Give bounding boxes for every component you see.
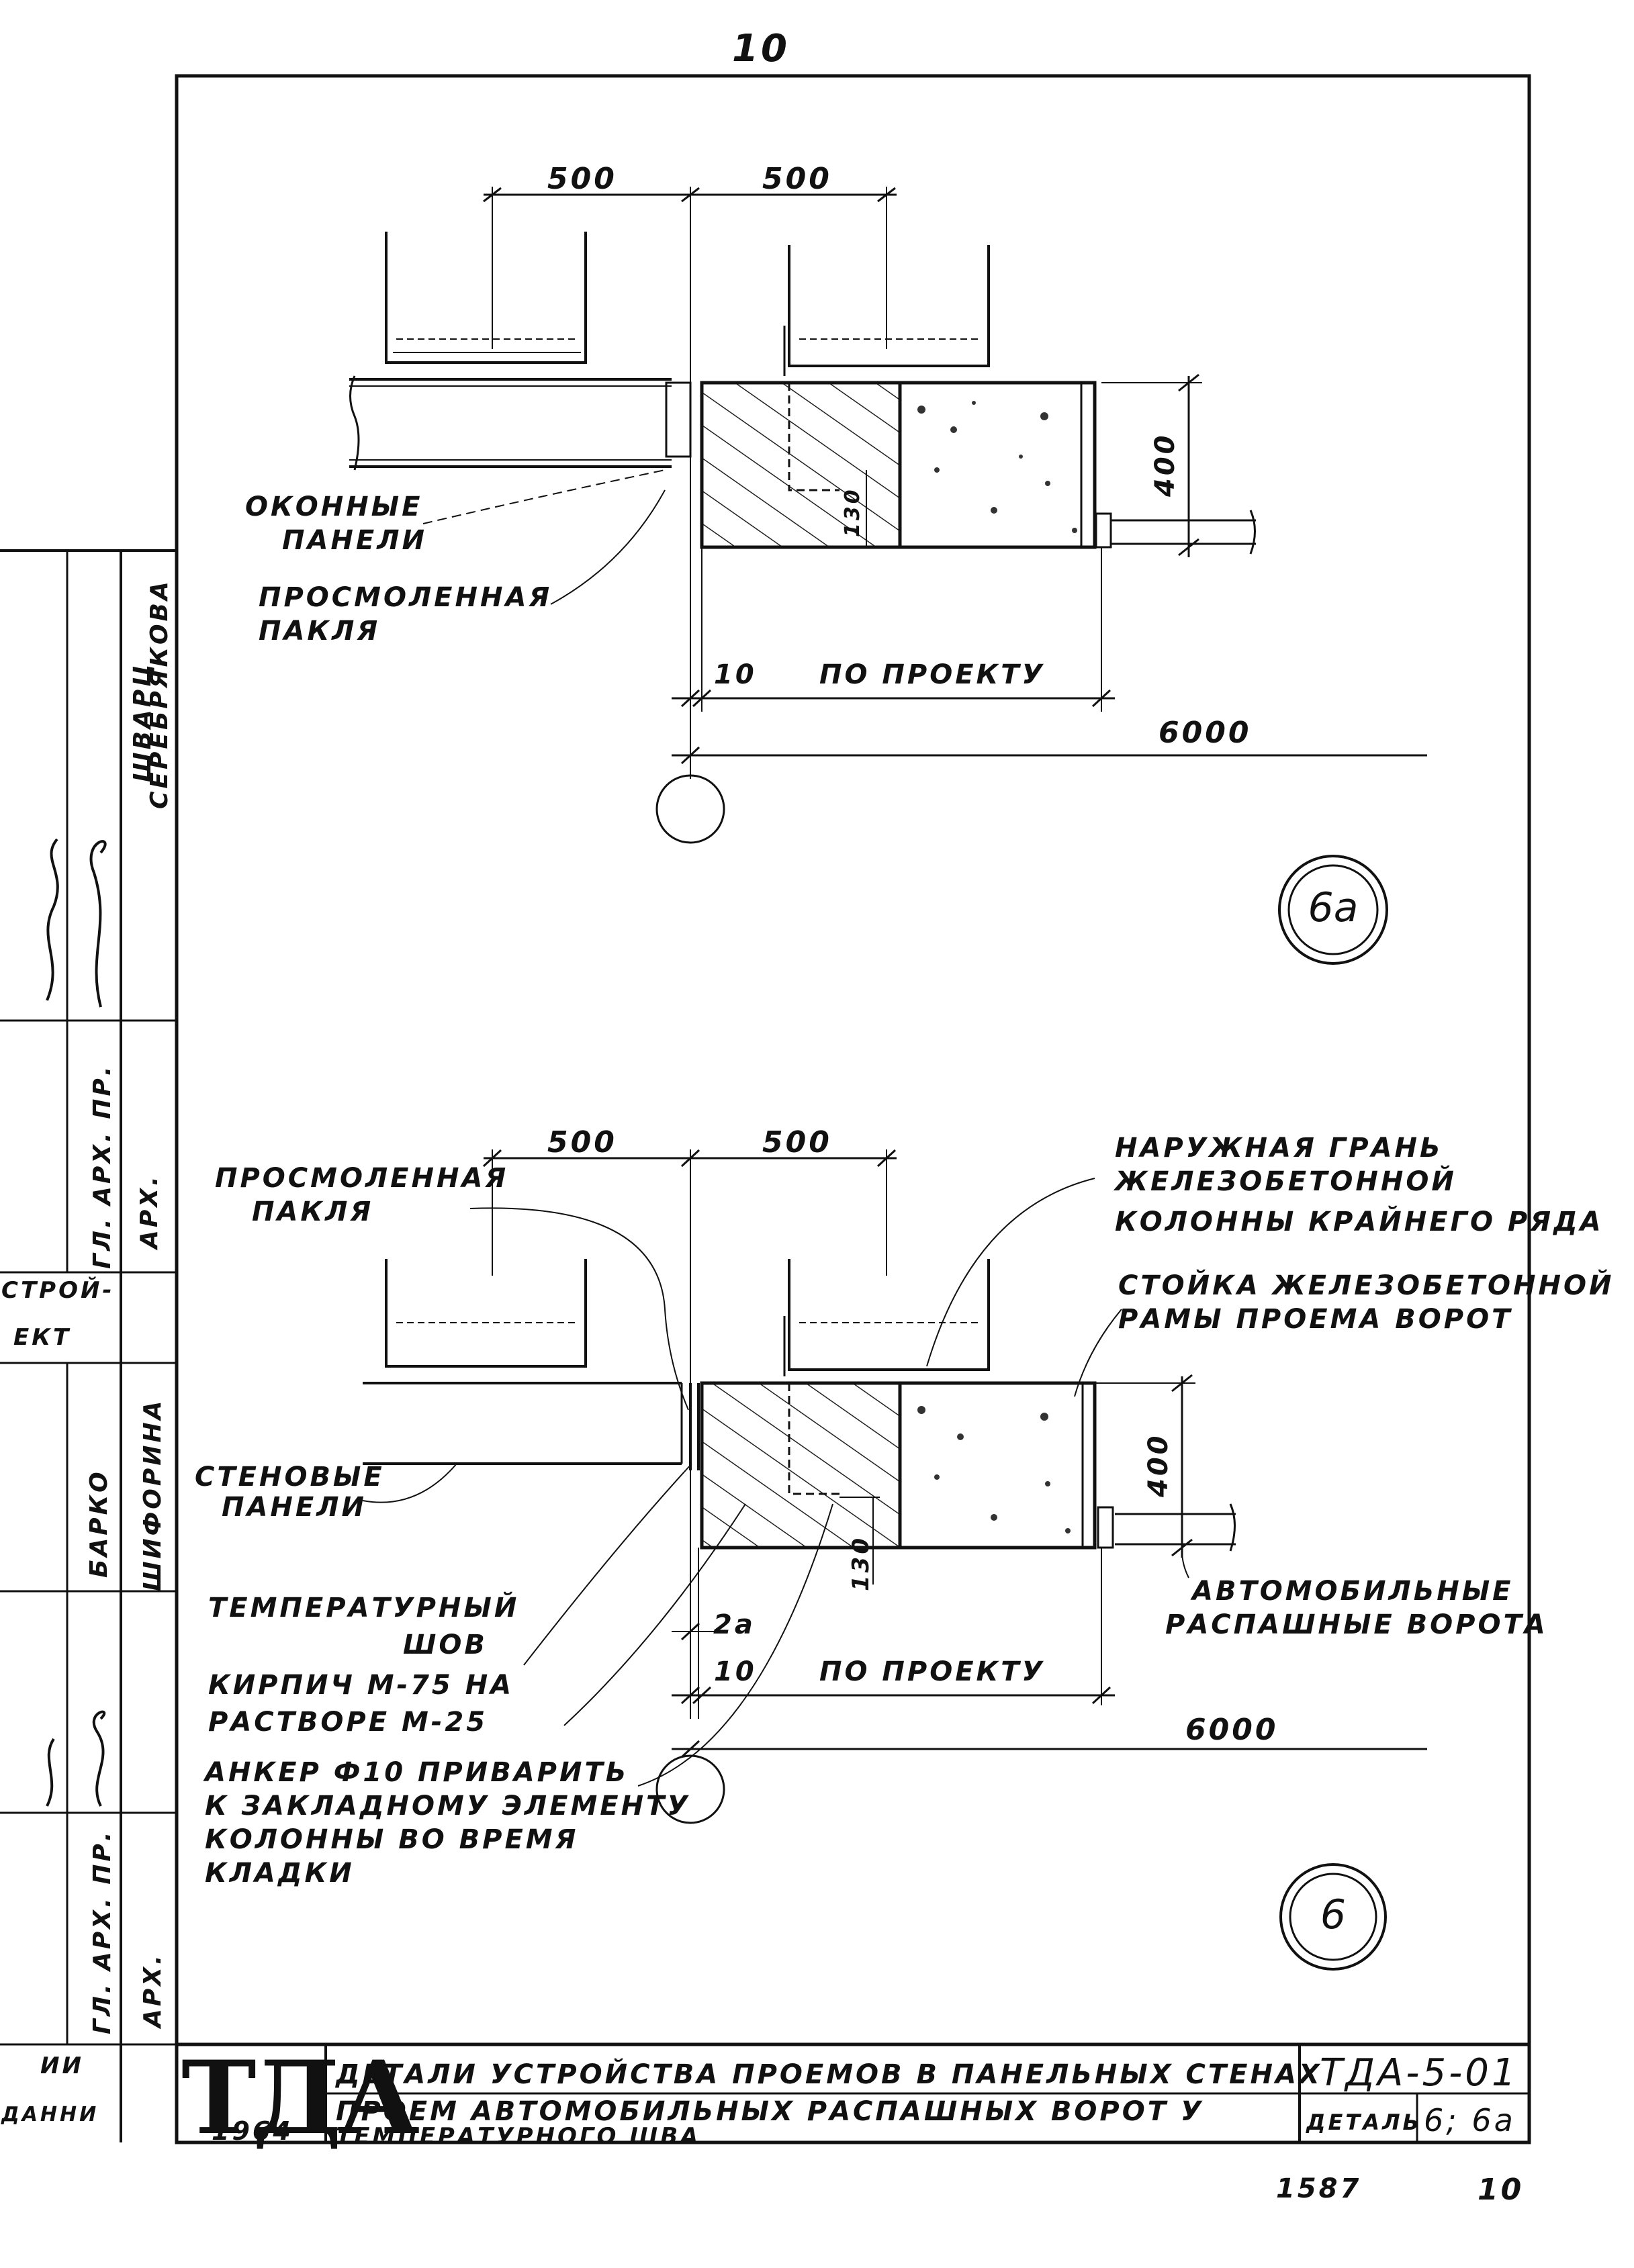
label-outer-face-3: КОЛОННЫ КРАЙНЕГО РЯДА (1115, 1207, 1604, 1237)
detail-6a-aggregate (917, 401, 1077, 533)
detail-label: ДЕТАЛЬ (1306, 2110, 1422, 2135)
dim-seam: 2а (713, 1609, 756, 1640)
label-brick-1: КИРПИЧ М-75 НА (208, 1670, 514, 1701)
dim-6000: 6000 (1159, 716, 1252, 750)
dim-130-b: 130 (848, 1535, 874, 1591)
detail-6a-drawing (349, 187, 1427, 965)
title-line-2b: ТЕМПЕРАТУРНОГО ШВА (336, 2123, 701, 2150)
stamp-partial-2: ЕКТ (13, 1324, 72, 1351)
stamp-name-4: ШИФОРИНА (139, 1398, 167, 1591)
label-frame-post-1: СТОЙКА ЖЕЛЕЗОБЕТОННОЙ (1118, 1270, 1615, 1301)
stamp-role-2: АРХ. (136, 1174, 163, 1249)
dim-500-left-b: 500 (547, 1125, 617, 1160)
dim-10: 10 (714, 659, 757, 690)
stamp-partial-3: ИИ (40, 2052, 84, 2079)
label-gates-1: АВТОМОБИЛЬНЫЕ (1192, 1576, 1514, 1607)
stamp-partial-4: ДАННИ (1, 2103, 99, 2126)
label-outer-face-1: НАРУЖНАЯ ГРАНЬ (1115, 1133, 1443, 1164)
detail-mark-6: 6 (1320, 1891, 1347, 1938)
footer-number: 1587 (1276, 2173, 1362, 2204)
title-line-1: ДЕТАЛИ УСТРОЙСТВА ПРОЕМОВ В ПАНЕЛЬНЫХ СТ… (336, 2059, 1322, 2090)
label-anchor-1: АНКЕР Ф10 ПРИВАРИТЬ (205, 1757, 629, 1788)
label-temp-seam-2: ШОВ (403, 1629, 488, 1660)
detail-6-aggregate (917, 1406, 1071, 1533)
signatures (46, 838, 107, 1807)
page-number-top: 10 (732, 27, 790, 70)
dim-project: ПО ПРОЕКТУ (819, 659, 1046, 690)
stamp-role-4: АРХ. (139, 1952, 167, 2028)
label-window-panels-1: ОКОННЫЕ (245, 491, 423, 522)
label-tarred-tow-b-2: ПАКЛЯ (252, 1196, 374, 1227)
label-tarred-tow-2: ПАКЛЯ (259, 616, 381, 647)
label-outer-face-2: ЖЕЛЕЗОБЕТОННОЙ (1115, 1166, 1457, 1197)
label-anchor-2: К ЗАКЛАДНОМУ ЭЛЕМЕНТУ (205, 1791, 691, 1822)
label-temp-seam-1: ТЕМПЕРАТУРНЫЙ (208, 1593, 520, 1623)
detail-mark-6a: 6а (1308, 884, 1359, 931)
label-anchor-3: КОЛОННЫ ВО ВРЕМЯ (205, 1824, 579, 1855)
dim-6000-b: 6000 (1185, 1713, 1279, 1747)
detail-6-drawing (362, 1149, 1427, 1971)
dim-400-b: 400 (1143, 1433, 1174, 1498)
dim-500-right: 500 (762, 162, 832, 196)
footer-page: 10 (1478, 2173, 1525, 2207)
dim-10-b: 10 (714, 1656, 757, 1687)
stamp-partial-1: СТРОЙ- (1, 1277, 115, 1304)
sheet-frame (0, 74, 1531, 2144)
dim-400: 400 (1150, 432, 1181, 498)
detail-value: 6; 6а (1424, 2102, 1516, 2138)
label-brick-2: РАСТВОРЕ М-25 (208, 1707, 488, 1738)
dim-project-b: ПО ПРОЕКТУ (819, 1656, 1046, 1687)
label-window-panels-2: ПАНЕЛИ (282, 525, 427, 556)
label-frame-post-2: РАМЫ ПРОЕМА ВОРОТ (1118, 1304, 1513, 1335)
drawing-code: ТДА-5-01 (1320, 2051, 1518, 2095)
label-tarred-tow-1: ПРОСМОЛЕННАЯ (259, 582, 553, 613)
dim-500-left: 500 (547, 162, 617, 196)
title-line-2a: ПРОЕМ АВТОМОБИЛЬНЫХ РАСПАШНЫХ ВОРОТ У (336, 2096, 1204, 2127)
year: 1964 (212, 2116, 293, 2146)
label-wall-panels-1: СТЕНОВЫЕ (195, 1462, 385, 1493)
label-wall-panels-2: ПАНЕЛИ (222, 1492, 367, 1523)
label-gates-2: РАСПАШНЫЕ ВОРОТА (1165, 1609, 1548, 1640)
label-anchor-4: КЛАДКИ (205, 1858, 355, 1889)
stamp-name-2: СЕРЕБРЯКОВА (146, 579, 173, 809)
dim-130: 130 (841, 487, 864, 537)
stamp-role-1: ГЛ. АРХ. ПР. (89, 1064, 116, 1269)
stamp-name-3: БАРКО (85, 1469, 113, 1578)
stamp-role-3: ГЛ. АРХ. ПР. (89, 1829, 116, 2034)
logo-tda: ТДА (181, 2039, 420, 2157)
label-tarred-tow-b-1: ПРОСМОЛЕННАЯ (215, 1163, 509, 1194)
dim-500-right-b: 500 (762, 1125, 832, 1160)
